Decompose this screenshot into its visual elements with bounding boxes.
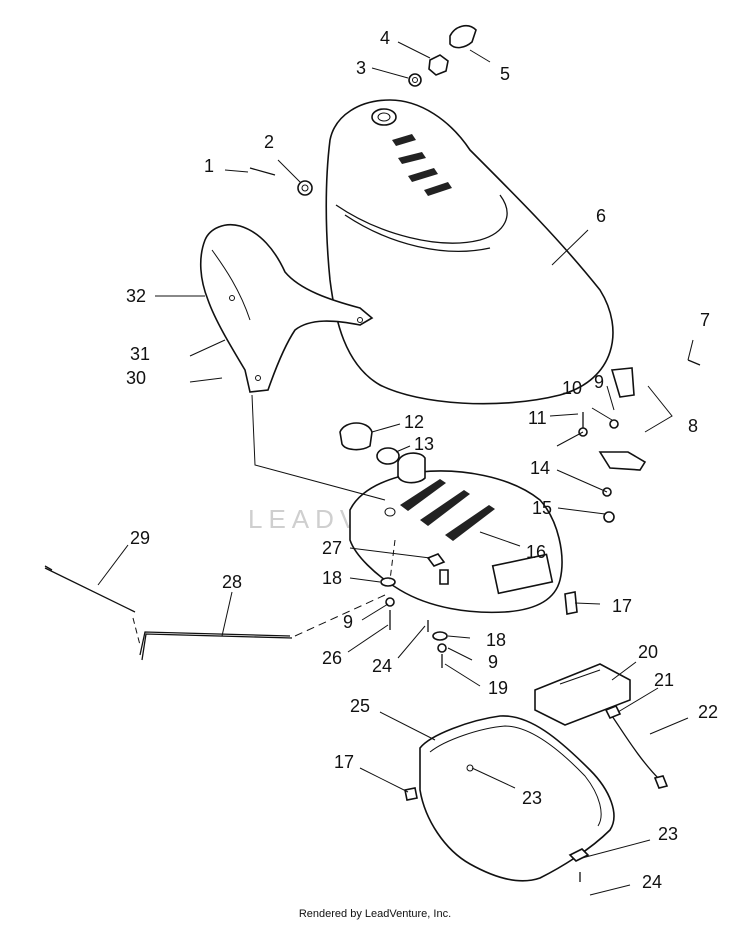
callout-2: 2	[264, 132, 274, 152]
callout-31: 31	[130, 344, 150, 364]
callout-12: 12	[404, 412, 424, 432]
callout-7: 7	[700, 310, 710, 330]
callout-29: 29	[130, 528, 150, 548]
callout-8: 8	[688, 416, 698, 436]
callout-27: 27	[322, 538, 342, 558]
callout-14: 14	[530, 458, 550, 478]
callout-20: 20	[638, 642, 658, 662]
tray	[404, 715, 615, 882]
callout-24b: 24	[642, 872, 662, 892]
callout-13: 13	[414, 434, 434, 454]
callout-23b: 23	[658, 824, 678, 844]
cover-and-hose	[534, 663, 669, 789]
callout-10: 10	[562, 378, 582, 398]
callout-9b: 9	[343, 612, 353, 632]
footer-credit: Rendered by LeadVenture, Inc.	[298, 908, 452, 920]
leaders	[97, 41, 694, 896]
parts-diagram: LEADVENTURE	[44, 24, 718, 896]
cap-hardware	[249, 24, 477, 196]
callout-3: 3	[356, 58, 366, 78]
callout-4: 4	[380, 28, 390, 48]
callout-1: 1	[204, 156, 214, 176]
callout-9c: 9	[488, 652, 498, 672]
callout-17a: 17	[612, 596, 632, 616]
callout-6: 6	[596, 206, 606, 226]
callout-23a: 23	[522, 788, 542, 808]
callout-labels: 1 2 3 4 5 6 7 8 9 9 9 10 11 12 13 14 15 …	[126, 28, 718, 892]
callout-24a: 24	[372, 656, 392, 676]
callout-11: 11	[528, 408, 547, 428]
tank-hardware	[380, 553, 578, 668]
callout-26: 26	[322, 648, 342, 668]
callout-5: 5	[500, 64, 510, 84]
callout-19: 19	[488, 678, 508, 698]
callout-16: 16	[526, 542, 546, 562]
rods	[44, 565, 293, 661]
callout-32: 32	[126, 286, 146, 306]
callout-28: 28	[222, 572, 242, 592]
callout-18b: 18	[486, 630, 506, 650]
callout-9a: 9	[594, 372, 604, 392]
callout-15: 15	[532, 498, 552, 518]
callout-17b: 17	[334, 752, 354, 772]
callout-25: 25	[350, 696, 370, 716]
fuel-tank	[339, 422, 563, 614]
callout-21: 21	[654, 670, 674, 690]
callout-22: 22	[698, 702, 718, 722]
rear-brackets	[578, 359, 701, 523]
front-bracket	[199, 224, 374, 393]
callout-30: 30	[126, 368, 146, 388]
callout-18a: 18	[322, 568, 342, 588]
seat	[325, 99, 614, 405]
